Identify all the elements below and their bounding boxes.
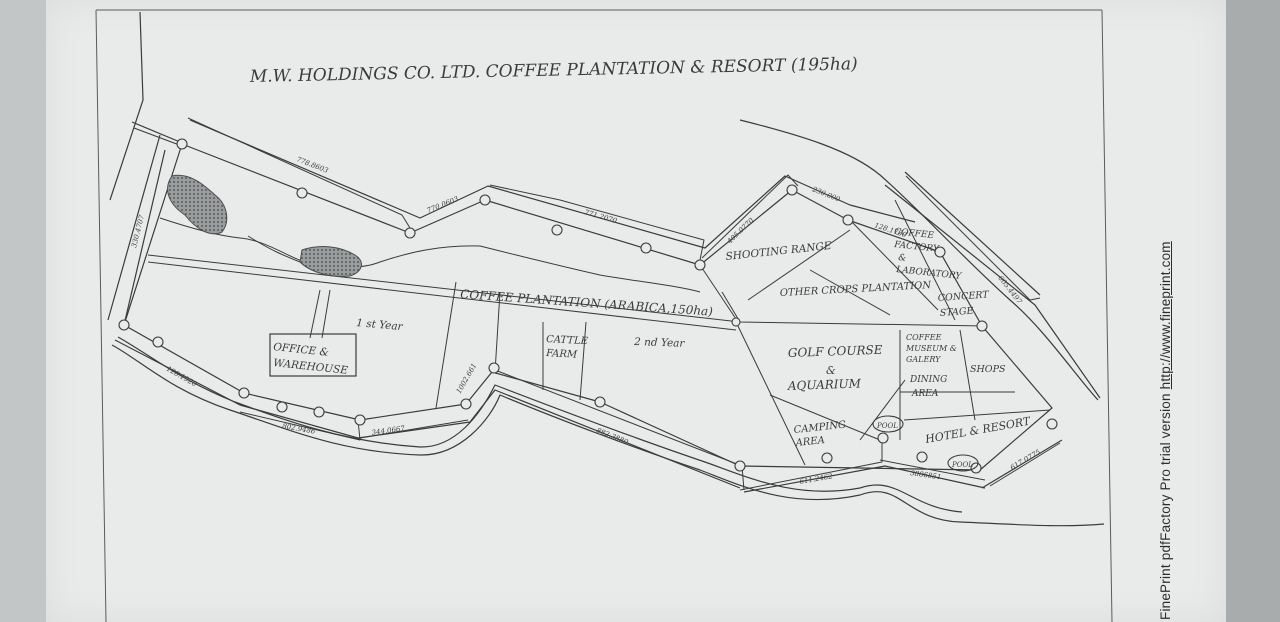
concert-stage-label-1: CONCERT [937,289,989,304]
pdf-watermark: FinePrint pdfFactory Pro trial version h… [1158,180,1173,620]
property-boundary [107,119,1063,493]
shops-label: SHOPS [970,364,1006,375]
office-label-2: WAREHOUSE [273,357,349,377]
watermark-prefix: FinePrint pdfFactory Pro trial version [1158,389,1173,620]
measure-bottom-1: 128.1920 [165,365,198,389]
hotel-label: HOTEL & RESORT [923,414,1033,446]
dining-label-1: DINING [909,375,947,385]
paper-sheet [46,0,1226,622]
dining-label-2: AREA [911,389,939,399]
measure-top-2: 770.0603 [426,195,460,215]
measure-bottom-6: 611.2462 [799,472,834,486]
office-label-1: OFFICE & [273,341,330,359]
museum-label-1: COFFEE [906,333,942,342]
measurement-strips [187,117,1061,491]
background-left [0,0,48,622]
cattle-label-1: CATTLE [546,334,589,347]
camping-label-2: AREA [794,435,825,449]
coffee-factory-label-3: & [898,253,907,264]
road-north-west [109,11,183,201]
shooting-range-label: SHOOTING RANGE [725,240,832,263]
measure-top-6: 128.1780 [873,221,908,239]
measure-bottom-3: 344.0667 [371,424,406,437]
watermark-link[interactable]: http://www.fineprint.com [1158,241,1173,390]
shaded-terrain [167,174,362,277]
pool-2-label: POOL [951,461,973,469]
coffee-factory-label-2: FACTORY [893,240,941,255]
cattle-label-2: FARM [545,348,578,361]
measure-top-3: 771.2070 [583,208,618,225]
museum-label-2: MUSEUM & [905,344,957,353]
pool-1-oval [872,415,904,433]
map-title: M.W. HOLDINGS CO. LTD. COFFEE PLANTATION… [249,54,858,87]
second-year-label: 2 nd Year [633,336,686,350]
coffee-factory-label-1: COFFEE [894,227,935,241]
background-right [1222,0,1280,622]
measure-bottom-4: 1002.661 [455,362,479,395]
golf-label-2: & [826,364,836,377]
pool-1-label: POOL [876,422,898,430]
measure-bottom-8: 617.0775 [1009,448,1042,472]
measure-top-5: 230.000 [810,185,841,204]
terrain-contour [159,217,701,293]
pool-2-oval [947,454,979,472]
page-frame [95,9,1113,622]
coffee-plantation-label: COFFEE PLANTATION (ARABICA,150ha) [460,287,714,319]
first-year-label: 1 st Year [356,317,404,333]
golf-label-1: GOLF COURSE [788,343,883,360]
survey-points [118,138,1058,474]
river-north-east [739,119,1101,401]
concert-stage-label-2: STAGE [939,306,973,319]
office-warehouse-box [269,333,357,377]
museum-label-3: GALERY [906,355,941,364]
measurement-labels: 778.8603 770.0603 771.2070 405.0770 230.… [130,155,1042,486]
golf-label-3: AQUARIUM [787,376,862,393]
camping-label-1: CAMPING [793,420,846,436]
